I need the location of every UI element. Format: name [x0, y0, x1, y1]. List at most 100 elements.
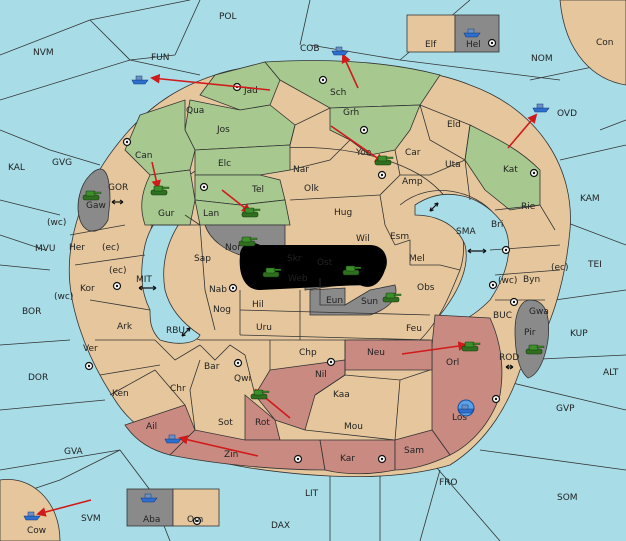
sea-label-dax: DAX	[271, 521, 290, 531]
land-label-esm: Esm	[390, 232, 409, 242]
sea-label-fro: FRO	[439, 478, 458, 488]
land-label-elc: Elc	[218, 159, 231, 169]
passage-markers	[111, 199, 514, 370]
units	[23, 28, 550, 521]
land-label-hel: Hel	[466, 40, 481, 50]
land-label-orl: Orl	[446, 358, 459, 368]
land-label-uru: Uru	[256, 323, 272, 333]
land-label-car: Car	[405, 148, 421, 158]
land-label-qua: Qua	[186, 106, 204, 116]
passage-mit-icon	[138, 285, 157, 291]
sea-label-lit: LIT	[305, 489, 319, 499]
land-label-bri: Bri	[491, 220, 503, 230]
land-label-zin: Zin	[224, 450, 238, 460]
sea-label-svm: SVM	[81, 514, 101, 524]
land-label-los: Los	[452, 413, 467, 423]
land-label-orn: Orn	[187, 515, 203, 525]
land-label-pir: Pir	[524, 328, 536, 338]
sea-label-bor: BOR	[22, 307, 41, 317]
land-label-rie: Rie	[521, 202, 536, 212]
sea-label-ovd: OVD	[557, 109, 577, 119]
passage-sma-icon	[467, 248, 487, 254]
land-label-uta: Uta	[445, 160, 461, 170]
land-label-neu: Neu	[367, 348, 385, 358]
land-label-rot: Rot	[255, 418, 270, 428]
sea-label-buc: BUC	[493, 311, 512, 321]
coast-label-byn-ec: (ec)	[551, 263, 569, 273]
sea-label-som: SOM	[557, 493, 578, 503]
army-tank-icon	[525, 344, 545, 355]
sea-label-alt: ALT	[603, 368, 619, 378]
land-label-eld: Eld	[447, 120, 461, 130]
land-label-cow: Cow	[27, 526, 46, 536]
land-label-sch: Sch	[330, 88, 346, 98]
passage-gor-icon	[111, 199, 124, 205]
army-tank-icon	[262, 267, 282, 278]
land-label-lan: Lan	[203, 209, 219, 219]
land-label-her: Her	[69, 243, 85, 253]
land-label-sun: Sun	[361, 297, 378, 307]
sea-label-gvp: GVP	[556, 404, 575, 414]
land-label-elf: Elf	[425, 40, 437, 50]
land-label-kaa: Kaa	[333, 390, 350, 400]
land-label-jos: Jos	[216, 125, 230, 135]
sea-label-mit: MIT	[136, 275, 152, 285]
land-label-gaw: Gaw	[86, 201, 106, 211]
green-territories	[124, 60, 541, 226]
land-label-feu: Feu	[406, 324, 422, 334]
sea-label-kup: KUP	[570, 329, 588, 339]
land-label-ark: Ark	[117, 322, 133, 332]
land-label-nor: Nor	[225, 243, 241, 253]
land-label-con: Con	[596, 38, 614, 48]
coast-label-her-ec: (ec)	[102, 243, 120, 253]
sea-label-nom: NOM	[531, 54, 553, 64]
sea-label-cob: COB	[300, 44, 320, 54]
army-tank-icon	[382, 292, 402, 303]
sea-label-dor: DOR	[28, 373, 48, 383]
sea-label-pol: POL	[219, 12, 237, 22]
passage-rod-icon	[505, 364, 514, 370]
coast-label-gaw-wc: (wc)	[47, 218, 66, 228]
coast-label-kor-wc: (wc)	[54, 292, 73, 302]
army-tank-icon	[374, 155, 394, 166]
land-label-hug: Hug	[334, 208, 352, 218]
sea-label-gor: GOR	[108, 183, 128, 193]
land-label-chr: Chr	[170, 384, 186, 394]
land-label-olk: Olk	[304, 184, 320, 194]
sea-label-fun: FUN	[151, 53, 170, 63]
sea-zone-labels: POL NVM FUN COB NOM OVD KAL GVG GOR KAM …	[8, 12, 619, 531]
sea-label-kal: KAL	[8, 163, 25, 173]
land-label-sap: Sap	[194, 254, 211, 264]
land-label-skr: Skr	[287, 254, 302, 264]
coast-labels: (wc) (ec) (ec) (wc) (wc) (ec)	[47, 218, 569, 302]
land-label-kat: Kat	[503, 165, 518, 175]
sea-label-rod: ROD	[499, 353, 519, 363]
land-label-aba: Aba	[143, 515, 160, 525]
land-territory-labels: Con Elf Hel Jad Sch Qua Jos Grh Eld Can …	[27, 38, 614, 536]
army-tank-icon	[461, 341, 481, 352]
land-label-nar: Nar	[293, 165, 309, 175]
land-label-jad: Jad	[243, 86, 258, 96]
central-black-region	[239, 243, 387, 290]
land-label-yoe: Yoe	[355, 148, 372, 158]
sea-label-tei: TEI	[587, 260, 602, 270]
land-label-qwi: Qwi	[234, 374, 251, 384]
land-label-sot: Sot	[218, 418, 233, 428]
land-label-amp: Amp	[402, 177, 423, 187]
land-label-sam: Sam	[404, 446, 424, 456]
land-label-ver: Ver	[83, 344, 98, 354]
land-label-hil: Hil	[252, 300, 264, 310]
land-label-obs: Obs	[417, 283, 435, 293]
los-fleet-marker	[457, 399, 475, 417]
land-label-kor: Kor	[80, 284, 95, 294]
sea-label-gva: GVA	[64, 447, 84, 457]
land-label-byn: Byn	[523, 275, 540, 285]
land-label-ail: Ail	[146, 422, 157, 432]
land-label-gur: Gur	[158, 209, 175, 219]
land-label-mou: Mou	[344, 422, 363, 432]
land-label-nog: Nog	[213, 305, 231, 315]
sea-label-gvg: GVG	[52, 158, 72, 168]
supply-centers	[84, 38, 539, 526]
land-label-gwa: Gwa	[529, 307, 549, 317]
